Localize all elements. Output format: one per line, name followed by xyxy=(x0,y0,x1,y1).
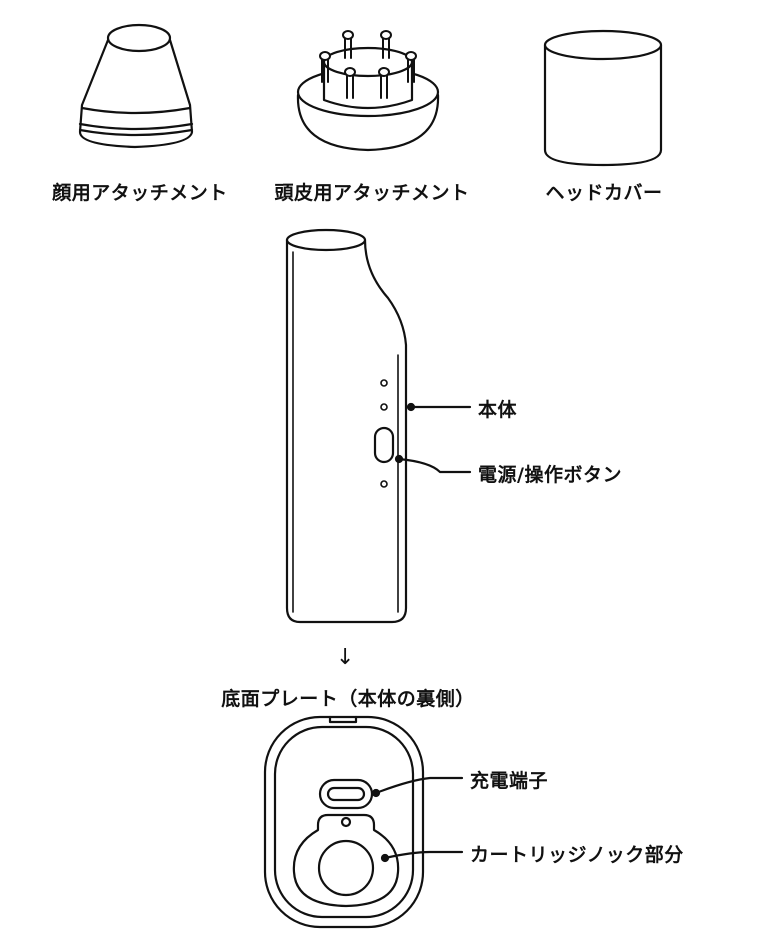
body-label: 本体 xyxy=(478,399,518,421)
main-body-icon xyxy=(285,228,408,624)
face-attachment-label: 顔用アタッチメント xyxy=(52,182,228,204)
power-button-label: 電源/操作ボタン xyxy=(478,464,622,486)
callout-lock-line xyxy=(380,850,464,863)
scalp-attachment-icon xyxy=(296,30,440,152)
face-attachment-icon xyxy=(78,23,194,149)
callout-power-line xyxy=(394,454,472,474)
bottom-plate-icon xyxy=(263,715,425,929)
power-button-icon xyxy=(373,426,395,464)
down-arrow: ↓ xyxy=(336,645,355,670)
charging-port-label: 充電端子 xyxy=(470,770,549,792)
cartridge-lock-label: カートリッジノック部分 xyxy=(470,844,684,866)
callout-port-line xyxy=(371,776,464,798)
head-cover-icon xyxy=(543,29,663,167)
callout-body-line xyxy=(406,402,472,412)
head-cover-label: ヘッドカバー xyxy=(545,182,663,204)
bottom-plate-title: 底面プレート（本体の裏側） xyxy=(221,688,475,710)
scalp-attachment-label: 頭皮用アタッチメント xyxy=(274,182,470,204)
